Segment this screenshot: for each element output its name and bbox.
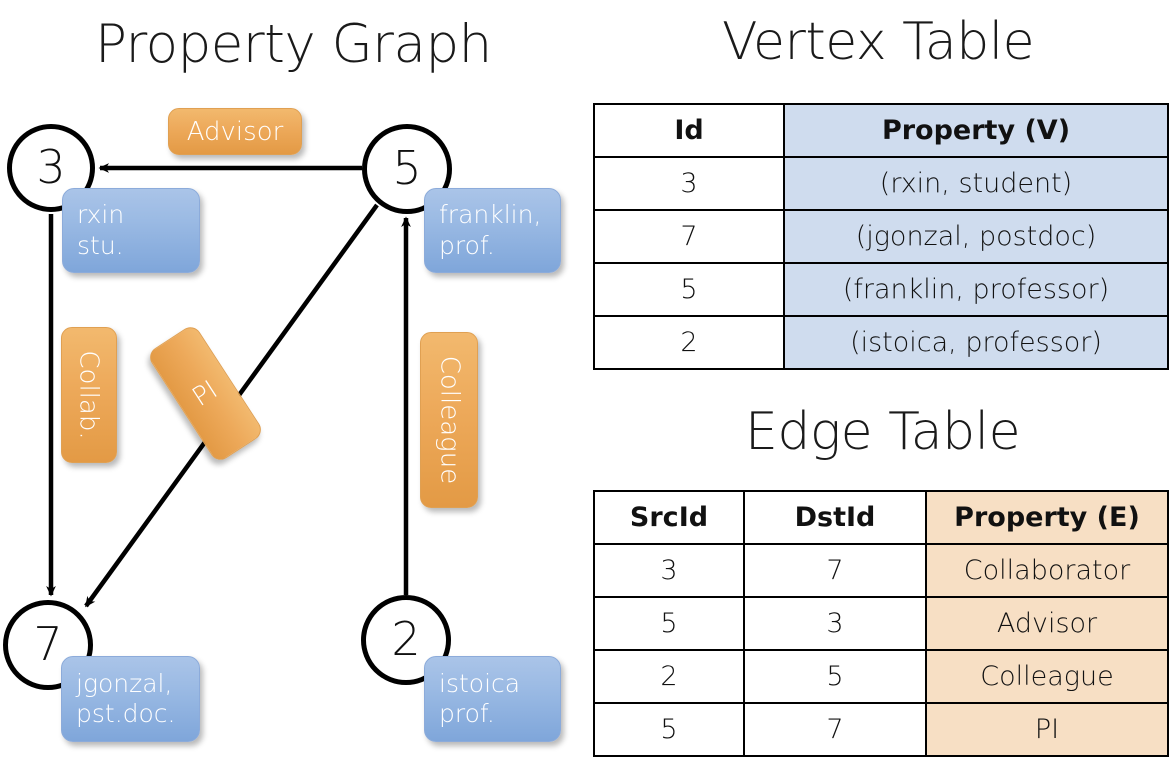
vertex-row-2-id: 5 [593,262,785,317]
graph-node-3-label: 3 [36,140,66,194]
edge-row-2-property: Colleague [925,649,1169,704]
vertex-row-3-id: 2 [593,315,785,370]
vertex-table: Id Property (V) 3 (rxin, student) 7 (jgo… [593,103,1169,370]
table-row[interactable]: 2 (istoica, professor) [593,315,1169,370]
node-property-3-line2: stu. [77,230,124,260]
edge-row-0-src: 3 [593,543,745,598]
node-property-2-line1: istoica [439,668,521,698]
edge-row-1-dst: 3 [743,596,927,651]
edge-label-colleague: Colleague [420,332,478,508]
table-row[interactable]: 2 5 Colleague [593,649,1169,704]
edge-row-3-property: PI [925,702,1169,757]
graph-node-5-label: 5 [392,141,422,195]
edge-label-pi-text: PI [187,374,224,413]
vertex-row-0-property: (rxin, student) [783,156,1169,211]
edge-label-colleague-text: Colleague [434,355,465,485]
vertex-table-title: Vertex Table [722,12,1035,72]
node-property-5-line1: franklin, [439,200,542,229]
node-property-box-2: istoica prof. [424,656,561,742]
edge-row-2-dst: 5 [743,649,927,704]
edge-table: SrcId DstId Property (E) 3 7 Collaborato… [593,490,1169,757]
edge-row-3-dst: 7 [743,702,927,757]
edge-table-title: Edge Table [745,402,1021,462]
graph-node-3[interactable]: 3 [7,124,95,212]
edge-table-header-srcid: SrcId [593,490,745,545]
edge-label-collab-text: Collab. [74,350,104,440]
edge-table-header-property: Property (E) [925,490,1169,545]
node-property-7-line2: pst.doc. [76,699,176,728]
vertex-row-0-id: 3 [593,156,785,211]
vertex-row-1-property: (jgonzal, postdoc) [783,209,1169,264]
edge-table-header-row: SrcId DstId Property (E) [593,490,1169,545]
vertex-table-header-property: Property (V) [783,103,1169,158]
edge-row-0-property: Collaborator [925,543,1169,598]
table-row[interactable]: 5 3 Advisor [593,596,1169,651]
table-row[interactable]: 5 (franklin, professor) [593,262,1169,317]
edge-row-1-src: 5 [593,596,745,651]
node-property-3-line1: rxin [77,200,125,229]
table-row[interactable]: 5 7 PI [593,702,1169,757]
node-property-box-3: rxin stu. [62,188,200,273]
vertex-table-header-row: Id Property (V) [593,103,1169,158]
node-property-2-line2: prof. [439,699,495,728]
node-property-5-line2: prof. [439,230,495,260]
vertex-row-2-property: (franklin, professor) [783,262,1169,317]
property-graph-diagram: 3 5 7 2 rxin stu. franklin, prof. jgonza… [0,90,585,760]
edge-label-advisor-text: Advisor [186,116,284,147]
graph-node-7-label: 7 [33,617,63,671]
node-property-box-5: franklin, prof. [424,188,561,273]
graph-node-5[interactable]: 5 [362,124,452,214]
edge-row-1-property: Advisor [925,596,1169,651]
vertex-table-header-id: Id [593,103,785,158]
edge-row-3-src: 5 [593,702,745,757]
edge-row-2-src: 2 [593,649,745,704]
vertex-row-1-id: 7 [593,209,785,264]
node-property-7-line1: jgonzal, [76,668,173,698]
edge-label-advisor: Advisor [168,108,302,155]
table-row[interactable]: 3 (rxin, student) [593,156,1169,211]
table-row[interactable]: 7 (jgonzal, postdoc) [593,209,1169,264]
edge-table-header-dstid: DstId [743,490,927,545]
table-row[interactable]: 3 7 Collaborator [593,543,1169,598]
property-graph-title: Property Graph [95,14,492,75]
graph-node-2-label: 2 [391,612,421,666]
node-property-box-7: jgonzal, pst.doc. [61,656,200,742]
edge-row-0-dst: 7 [743,543,927,598]
edge-label-collab: Collab. [61,327,117,463]
vertex-row-3-property: (istoica, professor) [783,315,1169,370]
